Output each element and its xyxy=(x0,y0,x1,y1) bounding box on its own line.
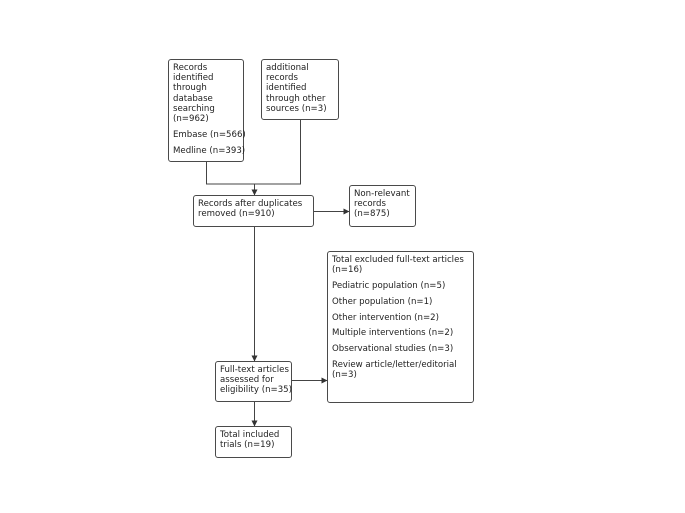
edge-other-sources-merge xyxy=(254,120,301,185)
excluded-text-line: Other intervention (n=2) xyxy=(332,312,439,323)
included-text-line: trials (n=19) xyxy=(220,440,275,451)
excluded-paragraph: Review article/letter/editorial(n=3) xyxy=(332,360,469,380)
edge-database-merge xyxy=(206,162,255,185)
excluded-text-line: Pediatric population (n=5) xyxy=(332,281,446,291)
database-text-line: Records xyxy=(173,63,208,73)
excluded-text-line: Review article/letter/editorial xyxy=(332,359,457,370)
database-text-line: Embase (n=566) xyxy=(173,129,246,140)
other-sources-text-line: identified xyxy=(266,83,307,94)
full-text-text-line: eligibility (n=35) xyxy=(220,385,292,396)
after-duplicates-text-line: Records after duplicates xyxy=(198,199,303,209)
excluded-paragraph: Other population (n=1) xyxy=(332,297,469,307)
database-paragraph: Medline (n=393) xyxy=(173,145,246,156)
excluded-text-line: Observational studies (n=3) xyxy=(332,344,454,355)
other-sources-text-line: records xyxy=(266,73,298,84)
database-text-line: identified xyxy=(173,73,214,84)
excluded-full-text-box: Total excluded full-text articles(n=16) P… xyxy=(327,251,474,403)
excluded-paragraph: Total excluded full-text articles(n=16) xyxy=(332,255,469,275)
included-text-line: Total included xyxy=(220,430,280,440)
database-text-line: Medline (n=393) xyxy=(173,145,246,156)
other-sources-text-line: sources (n=3) xyxy=(266,103,327,114)
non-relevant-text-line: Non-relevant xyxy=(354,189,410,199)
database-paragraph: Embase (n=566) xyxy=(173,129,246,140)
excluded-text-line: (n=3) xyxy=(332,370,357,381)
excluded-paragraph: Observational studies (n=3) xyxy=(332,344,469,354)
excluded-paragraph: Other intervention (n=2) xyxy=(332,313,469,323)
after-duplicates-text-line: removed (n=910) xyxy=(198,209,275,220)
database-text-line: searching xyxy=(173,103,215,114)
database-text-line: (n=962) xyxy=(173,114,209,125)
non-relevant-text-line: records xyxy=(354,199,386,210)
excluded-paragraph: Multiple interventions (n=2) xyxy=(332,328,469,338)
excluded-paragraph: Pediatric population (n=5) xyxy=(332,281,469,291)
excluded-text-line: Total excluded full-text articles xyxy=(332,255,464,265)
excluded-text-line: Other population (n=1) xyxy=(332,296,433,307)
non-relevant-text-line: (n=875) xyxy=(354,209,390,220)
other-sources-text-line: through other xyxy=(266,93,326,104)
full-text-text-line: assessed for xyxy=(220,375,274,386)
excluded-text-line: (n=16) xyxy=(332,265,363,276)
database-text-line: database xyxy=(173,93,213,104)
database-text-line: through xyxy=(173,83,207,94)
other-sources-text-line: additional xyxy=(266,63,309,73)
full-text-text-line: Full-text articles xyxy=(220,365,289,375)
excluded-text-line: Multiple interventions (n=2) xyxy=(332,328,454,339)
